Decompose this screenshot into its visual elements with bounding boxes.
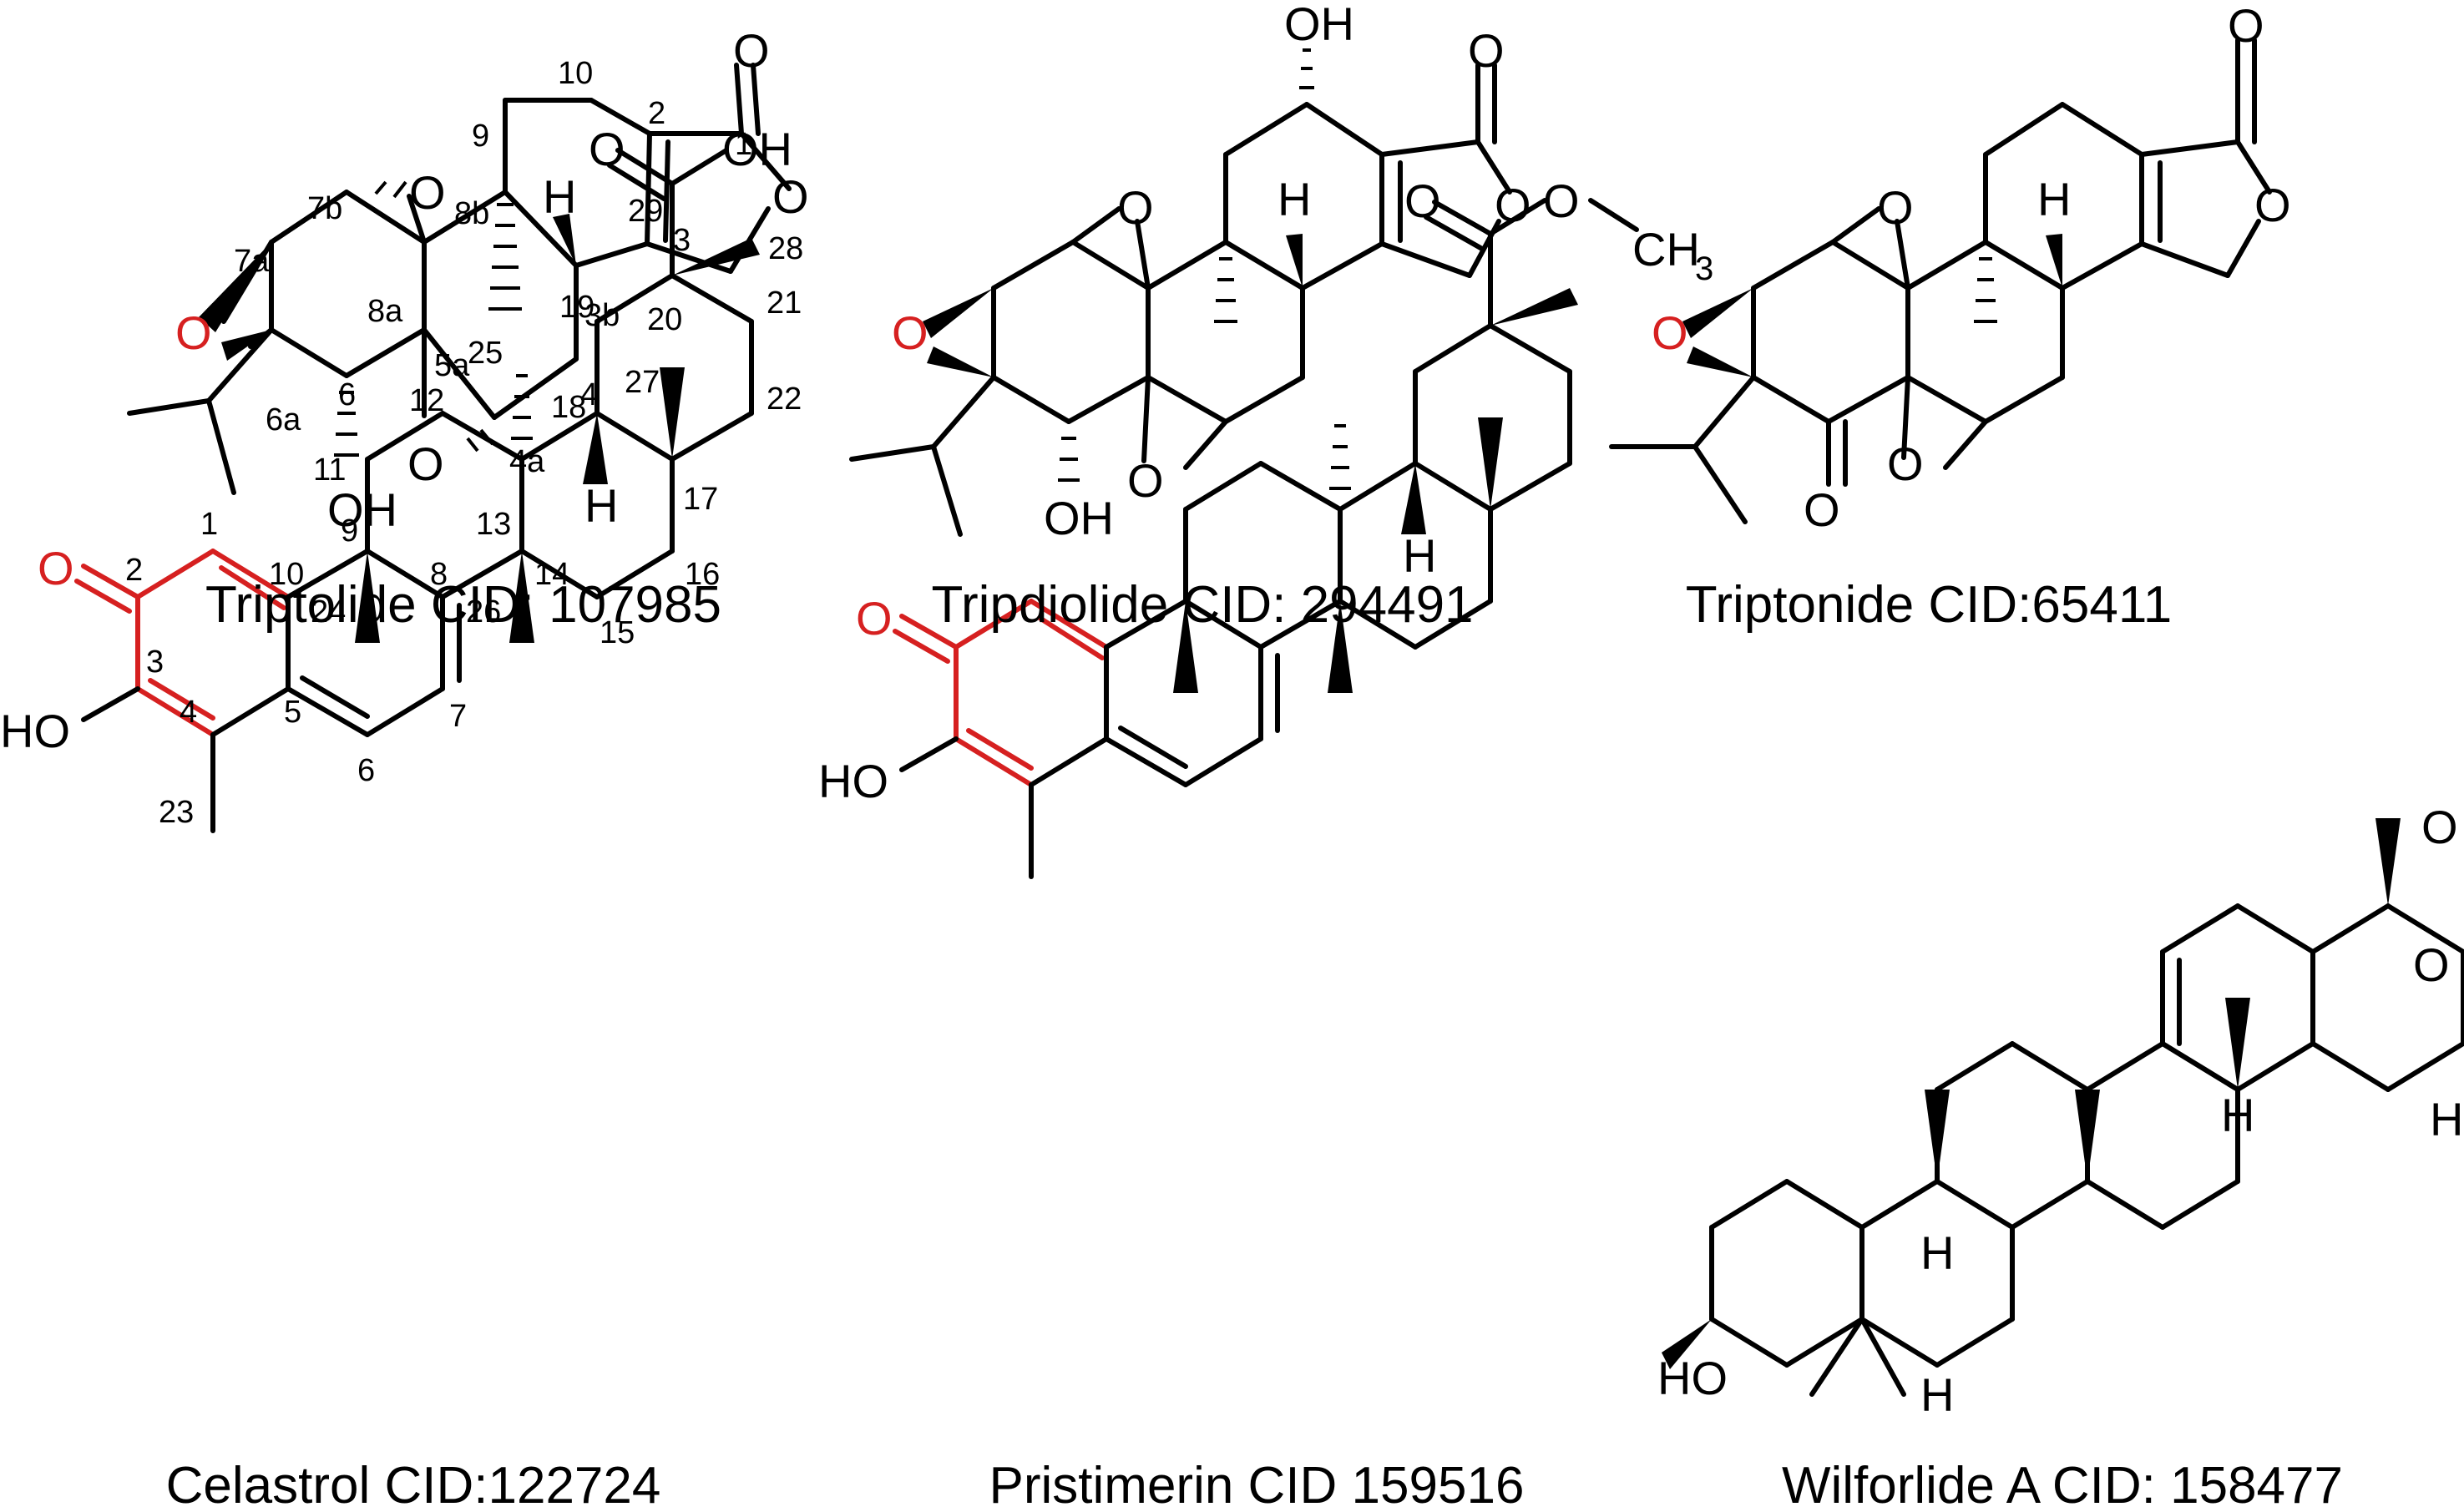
celastrol-label-21: 21: [767, 286, 802, 321]
triptolide-label-6: 6: [338, 377, 356, 412]
triptolide-h: H: [543, 170, 576, 223]
triptolide-label-7b: 7b: [307, 191, 342, 226]
celastrol-label-2: 2: [125, 553, 143, 588]
wilforlide-h-lower: H: [1920, 1368, 1954, 1421]
triptolide-carbonyl-o: O: [733, 24, 770, 77]
celastrol-label-8: 8: [430, 557, 448, 592]
celastrol-label-10: 10: [269, 557, 304, 592]
celastrol-label-1: 1: [200, 507, 218, 542]
pristimerin-methyl-subscript: 3: [1695, 250, 1713, 287]
celastrol-ketone-o: O: [38, 542, 74, 594]
triptolide-structure: O O O O O H OH 10 2 1 9 3 7b 8b 7a 8a 3b…: [127, 24, 809, 536]
triptonide-epoxide-o-lower: O: [1887, 437, 1924, 490]
triptonide-ketone-o: O: [1804, 483, 1840, 536]
celastrol-h: H: [584, 479, 618, 532]
pristimerin-ester-o-carbonyl: O: [1404, 174, 1441, 227]
triptonide-epoxide-o-upper: O: [1877, 181, 1914, 234]
triptolide-label-10: 10: [558, 56, 593, 91]
celastrol-label-12: 12: [409, 383, 444, 418]
tripdiolide-oh-lower: OH: [1044, 492, 1114, 544]
triptonide-epoxide-o-left: O: [1652, 306, 1688, 359]
triptolide-label-5a: 5a: [434, 348, 470, 383]
celastrol-label-6: 6: [357, 753, 375, 788]
pristimerin-ho: HO: [818, 755, 888, 807]
triptolide-label-8b: 8b: [454, 196, 489, 231]
pristimerin-ketone-o: O: [856, 592, 893, 645]
wilforlide-ho: HO: [1657, 1352, 1728, 1404]
tripdiolide-ring-o: O: [1495, 179, 1531, 231]
celastrol-label-26: 26: [466, 594, 501, 630]
triptolide-label-2: 2: [648, 96, 665, 131]
tripdiolide-oh-top: OH: [1284, 0, 1354, 50]
celastrol-label-16: 16: [685, 557, 720, 592]
celastrol-structure: O HO H O OH 1 2 3 4 5 6 7 8 9 10 11 12 1…: [0, 123, 803, 833]
celastrol-acid-oh: OH: [722, 123, 792, 175]
pristimerin-h: H: [1403, 529, 1436, 582]
triptolide-oh: OH: [327, 483, 397, 536]
wilforlide-h-right: H: [2430, 1093, 2463, 1145]
caption-celastrol: Celastrol CID:122724: [166, 1457, 661, 1512]
triptonide-carbonyl-o: O: [2228, 0, 2264, 52]
pristimerin-structure: O HO H O O CH 3: [818, 174, 1713, 879]
tripdiolide-epoxide-o-lower: O: [1127, 454, 1164, 507]
celastrol-label-13: 13: [476, 507, 511, 542]
tripdiolide-carbonyl-o: O: [1468, 24, 1505, 77]
caption-triptonide: Triptonide CID:65411: [1686, 576, 2172, 634]
celastrol-label-14: 14: [534, 557, 569, 592]
wilforlide-h-middle: H: [2221, 1089, 2254, 1141]
caption-tripdiolide: Tripdiolide CID: 294491: [931, 576, 1473, 634]
caption-triptolide: Triptolide CID: 107985: [205, 576, 721, 634]
triptolide-label-6a: 6a: [266, 402, 301, 437]
celastrol-label-23: 23: [159, 795, 194, 830]
celastrol-label-22: 22: [767, 382, 802, 417]
caption-wilforlide: Wilforlide A CID: 158477: [1782, 1457, 2343, 1512]
triptonide-structure: O O O O O O H: [1609, 0, 2291, 536]
triptonide-ring-o: O: [2254, 179, 2291, 231]
wilforlide-ring-o: O: [2413, 938, 2450, 991]
pristimerin-methyl-ch: CH: [1632, 223, 1700, 276]
tripdiolide-epoxide-o-upper: O: [1117, 181, 1154, 234]
celastrol-label-4: 4: [180, 695, 197, 730]
tripdiolide-h: H: [1278, 173, 1311, 225]
celastrol-label-27: 27: [625, 365, 660, 400]
celastrol-label-7: 7: [449, 699, 467, 734]
celastrol-label-24: 24: [311, 594, 346, 630]
celastrol-label-18: 18: [551, 390, 586, 425]
tripdiolide-structure: OH O O O O O H OH: [849, 0, 1531, 544]
celastrol-label-20: 20: [647, 302, 682, 337]
caption-pristimerin: Pristimerin CID 159516: [989, 1457, 1525, 1512]
triptolide-epoxide-o-left: O: [175, 306, 212, 359]
celastrol-label-29: 29: [628, 194, 663, 229]
celastrol-label-3: 3: [146, 645, 164, 680]
triptolide-label-9: 9: [472, 119, 489, 154]
triptolide-epoxide-o-lower: O: [407, 437, 444, 490]
celastrol-label-17: 17: [683, 482, 718, 517]
celastrol-label-11: 11: [313, 453, 346, 488]
triptolide-epoxide-o-upper: O: [409, 166, 446, 219]
celastrol-label-15: 15: [600, 615, 635, 650]
celastrol-label-9: 9: [341, 513, 358, 549]
celastrol-label-28: 28: [768, 231, 803, 266]
tripdiolide-epoxide-o-left: O: [892, 306, 928, 359]
wilforlide-structure: HO H H H H O O: [1657, 801, 2464, 1421]
celastrol-acid-o: O: [589, 123, 625, 175]
celastrol-label-5: 5: [284, 695, 301, 730]
triptolide-label-8a: 8a: [367, 294, 403, 329]
triptolide-label-4: 4: [580, 377, 598, 412]
triptolide-label-1: 1: [735, 127, 752, 162]
pristimerin-ester-o: O: [1543, 174, 1580, 227]
wilforlide-h-upper: H: [1920, 1226, 1954, 1279]
celastrol-label-25: 25: [468, 336, 503, 371]
triptolide-label-3: 3: [673, 223, 691, 258]
celastrol-label-19: 19: [559, 290, 594, 325]
triptolide-ring-o: O: [772, 170, 809, 223]
celastrol-ho: HO: [0, 705, 70, 757]
triptolide-label-7a: 7a: [234, 244, 270, 279]
wilforlide-carbonyl-o: O: [2421, 801, 2458, 853]
triptonide-h: H: [2037, 173, 2071, 225]
